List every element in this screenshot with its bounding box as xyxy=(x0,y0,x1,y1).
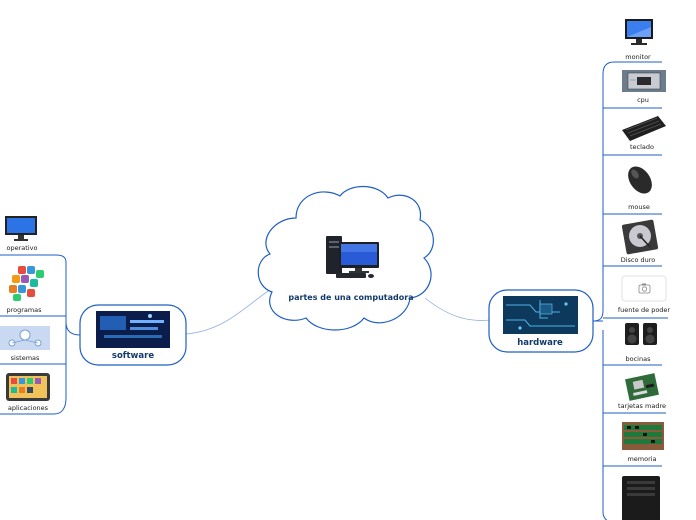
hardware-child-torre[interactable] xyxy=(622,476,660,520)
software-child-programas[interactable]: programas xyxy=(6,266,44,314)
hardware-child-monitor[interactable]: monitor xyxy=(625,19,653,61)
child-label: tarjetas madre xyxy=(618,402,666,410)
hardware-child-mouse[interactable]: mouse xyxy=(623,162,657,211)
hardware-child-bocinas[interactable]: bocinas xyxy=(625,323,657,363)
monitor-icon xyxy=(5,216,37,241)
ram-memory-icon xyxy=(622,422,664,450)
cpu-chip-icon xyxy=(622,70,666,92)
child-label: teclado xyxy=(630,143,654,151)
child-label: aplicaciones xyxy=(8,404,49,412)
child-label: memoria xyxy=(627,455,656,463)
software-child-aplicaciones[interactable]: aplicaciones xyxy=(6,373,50,412)
child-label: monitor xyxy=(625,53,651,61)
child-label: cpu xyxy=(637,96,649,104)
child-label: mouse xyxy=(628,203,650,211)
hardware-child-disco-duro[interactable]: Disco duro xyxy=(621,219,659,264)
camera-placeholder-icon xyxy=(638,283,651,294)
pc-tower-icon xyxy=(622,476,660,520)
child-label: operativo xyxy=(7,244,38,252)
mouse-icon xyxy=(628,166,652,194)
software-image-icon xyxy=(96,311,170,348)
software-node[interactable]: software xyxy=(79,304,187,366)
tablet-apps-icon xyxy=(6,373,50,401)
hardware-child-memoria[interactable]: memoria xyxy=(622,422,664,463)
software-label: software xyxy=(112,351,154,361)
speakers-icon xyxy=(625,323,657,345)
motherboard-icon xyxy=(625,373,659,401)
hardware-child-teclado[interactable]: teclado xyxy=(622,116,666,151)
monitor-icon xyxy=(625,19,653,45)
image-placeholder xyxy=(621,275,667,302)
hardware-node[interactable]: hardware xyxy=(488,289,594,353)
hard-disk-icon xyxy=(621,219,659,255)
child-label: programas xyxy=(6,306,42,314)
software-child-operativo[interactable]: operativo xyxy=(5,216,37,252)
hardware-child-tarjetas-madre[interactable]: tarjetas madre xyxy=(618,373,666,410)
hardware-label: hardware xyxy=(517,338,563,348)
child-label: Disco duro xyxy=(621,256,656,264)
software-branch-line xyxy=(53,254,81,415)
apps-cluster-icon xyxy=(9,266,44,301)
central-label: partes de una computadora xyxy=(288,293,413,302)
central-topic[interactable]: partes de una computadora xyxy=(257,185,434,331)
connector-central-hardware xyxy=(424,297,491,321)
circuit-board-image-icon xyxy=(503,296,578,334)
desktop-computer-icon xyxy=(326,236,379,278)
child-label: sistemas xyxy=(11,354,40,362)
child-label: fuente de poder xyxy=(618,306,671,314)
child-label: bocinas xyxy=(626,355,652,363)
keyboard-icon xyxy=(622,116,666,141)
hardware-child-fuente-de-poder[interactable]: fuente de poder xyxy=(618,275,671,314)
hardware-branch-line xyxy=(592,61,615,520)
network-icon xyxy=(0,326,50,350)
software-child-sistemas[interactable]: sistemas xyxy=(0,326,50,362)
hardware-child-cpu[interactable]: cpu xyxy=(622,70,666,104)
